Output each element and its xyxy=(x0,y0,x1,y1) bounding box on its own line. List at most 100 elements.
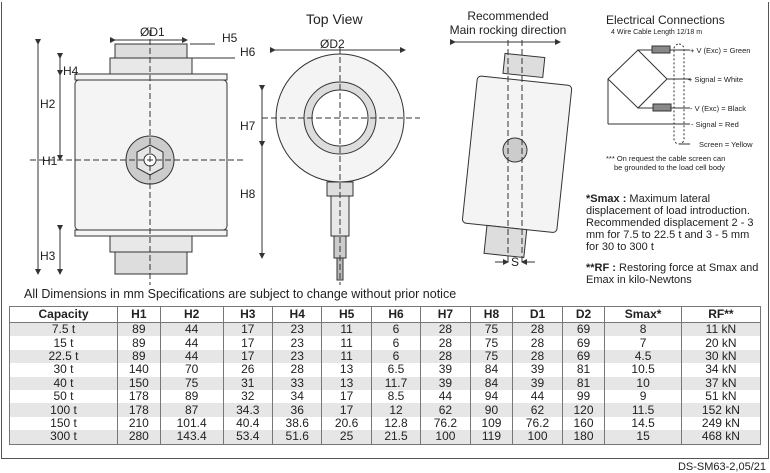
table-cell: 23 xyxy=(271,349,323,364)
table-cell: 23 xyxy=(271,336,323,350)
table-cell: 23 xyxy=(271,322,323,337)
rf-note: **RF : Restoring force at Smax and Emax … xyxy=(586,262,761,286)
table-cell: 150 t xyxy=(9,416,118,431)
table-cell: 44 xyxy=(512,389,563,404)
table-cell: 44 xyxy=(159,336,224,350)
table-cell: 81 xyxy=(561,376,606,390)
table-cell: 13 xyxy=(321,363,372,377)
table-cell: 120 xyxy=(561,403,606,417)
table-cell: 53.4 xyxy=(222,430,274,445)
table-cell: 25 xyxy=(321,430,372,445)
table-cell: 7.5 t xyxy=(9,322,118,337)
label-h8: H8 xyxy=(240,187,256,201)
table-cell: 468 kN xyxy=(680,430,762,445)
table-cell: 81 xyxy=(561,363,606,377)
table-cell: 89 xyxy=(159,389,224,404)
wiring-diagram xyxy=(607,43,690,145)
table-cell: 75 xyxy=(469,322,514,337)
wire-yellow: Screen = Yellow xyxy=(699,140,753,149)
table-cell: 119 xyxy=(469,430,514,445)
table-cell: 160 xyxy=(561,416,606,431)
wire-green: + V (Exc) = Green xyxy=(690,46,750,55)
table-cell: 180 xyxy=(561,430,606,445)
label-h3: H3 xyxy=(40,249,56,263)
table-cell: 40.4 xyxy=(222,416,274,431)
smax-note: *Smax : Maximum lateral displacement of … xyxy=(586,193,761,253)
column-header: D1 xyxy=(512,306,563,323)
table-cell: 11 xyxy=(321,349,372,364)
table-cell: 76.2 xyxy=(512,416,563,431)
table-cell: 30 kN xyxy=(680,349,762,364)
table-cell: 8 xyxy=(604,322,682,337)
table-cell: 143.4 xyxy=(159,430,224,445)
table-cell: 32 xyxy=(222,389,274,404)
technical-drawing: ØD1 H1 H2 H3 H4 H5 H6 Top View ØD2 H7 H8… xyxy=(30,9,753,285)
column-header: Capacity xyxy=(9,306,118,323)
table-cell: 15 xyxy=(604,430,682,445)
table-cell: 39 xyxy=(512,376,563,390)
table-cell: 89 xyxy=(117,322,161,337)
table-cell: 22.5 t xyxy=(9,349,118,364)
table-cell: 12.8 xyxy=(370,416,422,431)
table-cell: 89 xyxy=(117,336,161,350)
table-cell: 178 xyxy=(117,403,161,417)
wire-white: + Signal = White xyxy=(688,75,743,84)
table-cell: 75 xyxy=(469,336,514,350)
table-cell: 39 xyxy=(512,363,563,377)
table-cell: 6.5 xyxy=(370,363,422,377)
table-cell: 6 xyxy=(370,336,422,350)
table-cell: 89 xyxy=(117,349,161,364)
column-header: H7 xyxy=(420,306,471,323)
table-cell: 31 xyxy=(222,376,274,390)
electrical-subtitle: 4 Wire Cable Length 12/18 m xyxy=(611,29,702,36)
table-cell: 11 xyxy=(321,336,372,350)
table-cell: 84 xyxy=(469,363,514,377)
table-cell: 28 xyxy=(420,322,471,337)
label-d1: ØD1 xyxy=(140,25,165,39)
table-cell: 44 xyxy=(159,349,224,364)
column-header: H8 xyxy=(469,306,514,323)
label-s: S xyxy=(511,255,519,269)
column-header: H5 xyxy=(321,306,372,323)
column-header: H2 xyxy=(159,306,224,323)
table-cell: 28 xyxy=(271,363,323,377)
table-cell: 36 xyxy=(271,403,323,417)
electrical-title: Electrical Connections xyxy=(606,13,725,27)
table-cell: 69 xyxy=(561,349,606,364)
table-cell: 280 xyxy=(117,430,161,445)
table-cell: 94 xyxy=(469,389,514,404)
table-cell: 75 xyxy=(469,349,514,364)
table-cell: 11.5 xyxy=(604,403,682,417)
rocking-title-line1: Recommended xyxy=(467,9,548,23)
smax-text: Maximum lateral displacement of load int… xyxy=(586,193,754,253)
table-cell: 28 xyxy=(512,336,563,350)
table-cell: 300 t xyxy=(9,430,118,445)
table-cell: 109 xyxy=(469,416,514,431)
rf-text: Restoring force at Smax and Emax in kilo… xyxy=(586,262,759,286)
table-cell: 28 xyxy=(512,349,563,364)
table-cell: 44 xyxy=(420,389,471,404)
table-cell: 75 xyxy=(159,376,224,390)
table-cell: 178 xyxy=(117,389,161,404)
table-cell: 39 xyxy=(420,376,471,390)
table-cell: 140 xyxy=(117,363,161,377)
table-cell: 13 xyxy=(321,376,372,390)
table-cell: 33 xyxy=(271,376,323,390)
table-cell: 26 xyxy=(222,363,274,377)
table-cell: 84 xyxy=(469,376,514,390)
table-cell: 150 xyxy=(117,376,161,390)
label-h2: H2 xyxy=(40,97,56,111)
column-header: D2 xyxy=(561,306,606,323)
table-cell: 210 xyxy=(117,416,161,431)
table-cell: 4.5 xyxy=(604,349,682,364)
table-cell: 101.4 xyxy=(159,416,224,431)
wire-red: - Signal = Red xyxy=(691,120,739,129)
table-cell: 9 xyxy=(604,389,682,404)
rf-label: **RF : xyxy=(586,262,616,274)
